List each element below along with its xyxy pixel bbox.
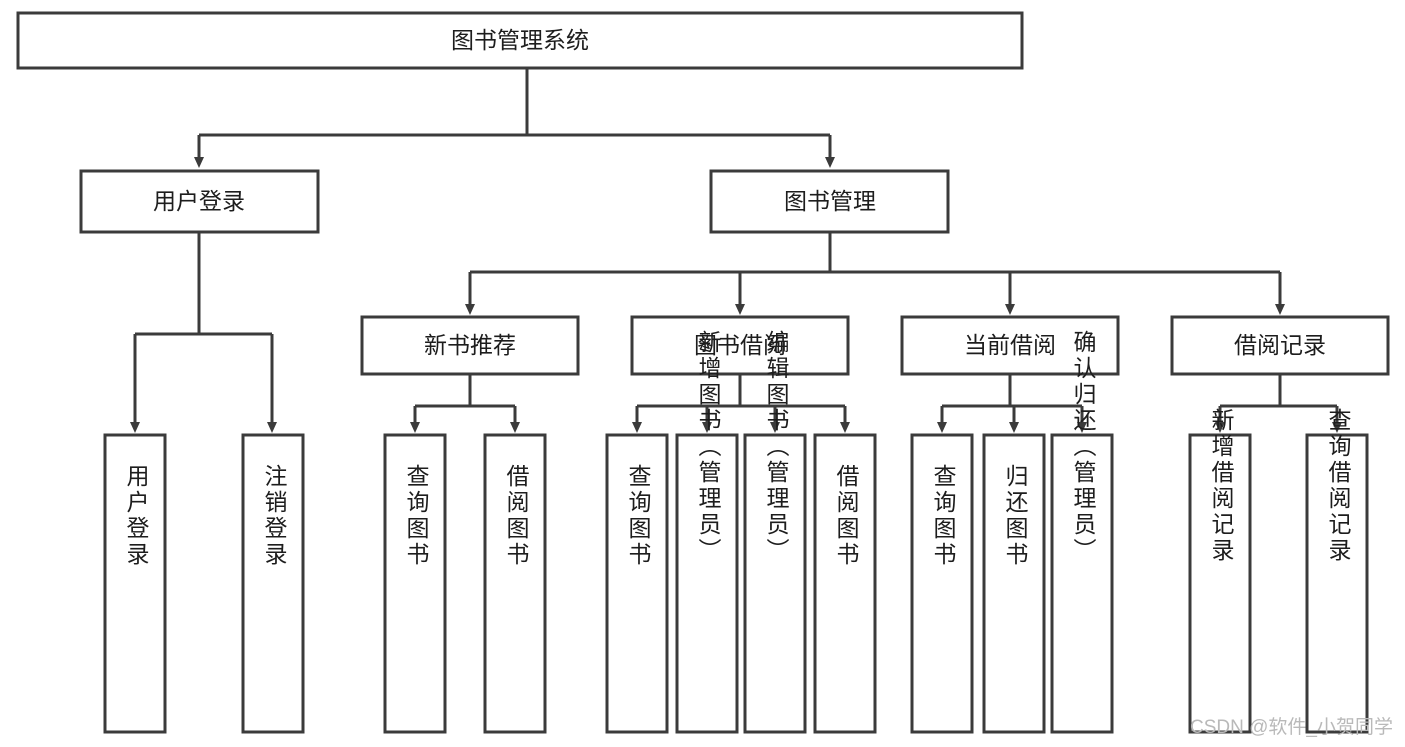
node-leaf-borrow-book-2[interactable]: 借阅图书 bbox=[813, 433, 877, 734]
connector-group-current-borrow bbox=[937, 374, 1087, 433]
node-leaf-borrow-book-2-label: 借阅图书 bbox=[833, 464, 860, 568]
node-leaf-query-book-2-label: 查询图书 bbox=[625, 464, 652, 568]
node-leaf-borrow-book-1-label: 借阅图书 bbox=[503, 464, 530, 568]
connector-group-book-borrow bbox=[632, 374, 850, 433]
node-leaf-add-record-label: 新增借阅记录 bbox=[1208, 408, 1235, 564]
connector-group-root bbox=[194, 68, 835, 168]
node-new-book-rec-label: 新书推荐 bbox=[424, 332, 516, 358]
node-leaf-return-book[interactable]: 归还图书 bbox=[982, 433, 1046, 734]
node-leaf-query-record[interactable]: 查询借阅记录 bbox=[1305, 408, 1369, 734]
node-leaf-confirm-return[interactable]: 确认归还（管理员） bbox=[1050, 330, 1114, 734]
node-leaf-edit-book[interactable]: 编辑图书（管理员） bbox=[743, 330, 807, 734]
connector-group-new-book-rec bbox=[410, 374, 520, 433]
node-current-borrow[interactable]: 当前借阅 bbox=[900, 315, 1120, 376]
node-leaf-query-book-2[interactable]: 查询图书 bbox=[605, 433, 669, 734]
node-leaf-confirm-return-label: 确认归还（管理员） bbox=[1070, 330, 1097, 564]
node-leaf-user-logout-label: 注销登录 bbox=[261, 464, 288, 568]
node-leaf-query-book-1-label: 查询图书 bbox=[403, 464, 430, 568]
node-leaf-query-book-3-label: 查询图书 bbox=[930, 464, 957, 568]
connector-group-book-manage bbox=[465, 232, 1285, 315]
node-user-login-label: 用户登录 bbox=[153, 188, 245, 214]
node-new-book-rec[interactable]: 新书推荐 bbox=[360, 315, 580, 376]
node-leaf-borrow-book-1[interactable]: 借阅图书 bbox=[483, 433, 547, 734]
node-root[interactable]: 图书管理系统 bbox=[16, 11, 1024, 70]
connector-group-user-login bbox=[130, 232, 277, 433]
node-leaf-query-book-1[interactable]: 查询图书 bbox=[383, 433, 447, 734]
node-root-label: 图书管理系统 bbox=[451, 27, 589, 53]
node-leaf-edit-book-label: 编辑图书（管理员） bbox=[763, 330, 790, 564]
node-current-borrow-label: 当前借阅 bbox=[964, 332, 1056, 358]
node-leaf-query-record-label: 查询借阅记录 bbox=[1325, 408, 1352, 564]
node-user-login[interactable]: 用户登录 bbox=[79, 169, 320, 234]
connector-group-borrow-record bbox=[1215, 374, 1342, 433]
node-leaf-add-book[interactable]: 新增图书（管理员） bbox=[675, 330, 739, 734]
node-leaf-add-book-label: 新增图书（管理员） bbox=[695, 330, 722, 564]
node-book-borrow[interactable]: 图书借阅 bbox=[630, 315, 850, 376]
node-leaf-return-book-label: 归还图书 bbox=[1002, 464, 1029, 568]
node-borrow-record-label: 借阅记录 bbox=[1234, 332, 1326, 358]
node-leaf-add-record[interactable]: 新增借阅记录 bbox=[1188, 408, 1252, 734]
node-leaf-user-login-label: 用户登录 bbox=[123, 464, 150, 568]
node-leaf-query-book-3[interactable]: 查询图书 bbox=[910, 433, 974, 734]
node-leaf-user-login[interactable]: 用户登录 bbox=[103, 433, 167, 734]
node-book-borrow-label: 图书借阅 bbox=[694, 332, 786, 358]
node-book-manage[interactable]: 图书管理 bbox=[709, 169, 950, 234]
node-leaf-user-logout[interactable]: 注销登录 bbox=[241, 433, 305, 734]
node-borrow-record[interactable]: 借阅记录 bbox=[1170, 315, 1390, 376]
csdn-watermark: CSDN @软件_小贺同学 bbox=[1190, 717, 1393, 738]
node-book-manage-label: 图书管理 bbox=[784, 188, 876, 214]
